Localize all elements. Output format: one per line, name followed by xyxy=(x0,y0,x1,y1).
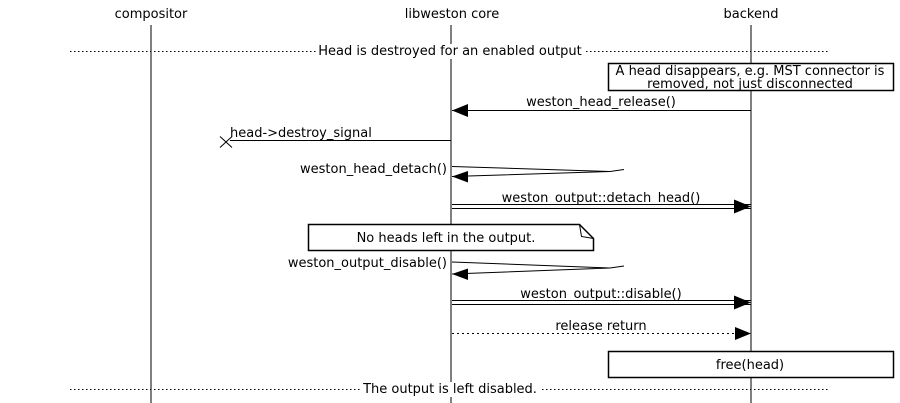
lost-message-cross-icon xyxy=(219,136,233,148)
message-release-return-label: release return xyxy=(555,319,646,334)
divider-top-label-mask xyxy=(316,44,584,59)
arrowhead-right-icon xyxy=(735,327,751,340)
message-destroy-signal-label: head->destroy_signal xyxy=(230,126,372,141)
note-head-disappears-line1: A head disappears, e.g. MST connector is xyxy=(616,64,885,79)
participant-label-backend: backend xyxy=(724,7,779,22)
message-head-detach-selfloop xyxy=(451,166,611,177)
message-output-disable-selfloop-tip xyxy=(609,265,625,269)
note-no-heads-fold-icon xyxy=(579,224,594,239)
message-output-disable-selfloop xyxy=(451,261,611,275)
arrowhead-right-icon xyxy=(734,199,751,214)
participant-label-compositor: compositor xyxy=(115,7,188,22)
action-free-head-box xyxy=(607,350,895,379)
message-head-detach-selfloop-tip xyxy=(609,169,625,172)
message-disable-label: weston_output::disable() xyxy=(520,287,681,302)
note-head-disappears-line2: removed, not just disconnected xyxy=(647,77,853,92)
divider-bottom-label: The output is left disabled. xyxy=(362,382,537,397)
message-head-detach-label: weston_head_detach() xyxy=(300,162,447,177)
note-head-disappears-box xyxy=(607,62,895,92)
arrowhead-left-icon xyxy=(452,268,468,280)
arrowhead-left-icon xyxy=(452,171,468,183)
message-head-release-label: weston_head_release() xyxy=(526,95,676,110)
arrowhead-right-icon xyxy=(734,295,751,310)
action-free-head-label: free(head) xyxy=(716,358,784,373)
message-output-disable-label: weston_output_disable() xyxy=(288,256,447,271)
divider-top-label: Head is destroyed for an enabled output xyxy=(318,44,582,59)
message-detach-head-label: weston_output::detach_head() xyxy=(502,191,701,206)
note-no-heads-label: No heads left in the output. xyxy=(357,231,536,246)
divider-bottom-label-mask xyxy=(362,382,540,397)
note-no-heads-box xyxy=(307,223,595,252)
arrowhead-left-icon xyxy=(452,104,468,117)
participant-label-libweston-core: libweston core xyxy=(405,7,499,22)
